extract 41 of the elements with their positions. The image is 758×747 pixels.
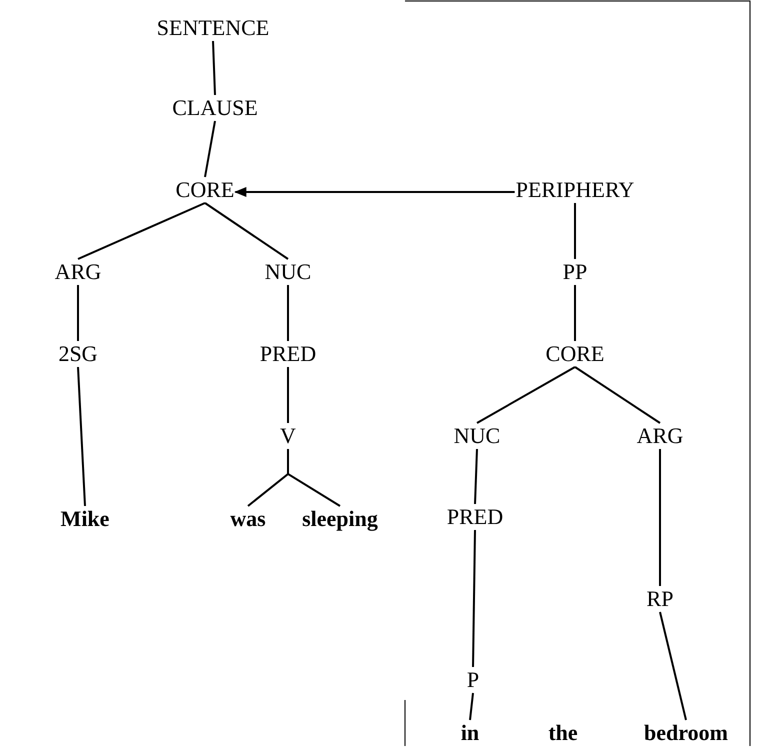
category-label: CORE (174, 177, 236, 203)
arrow (234, 187, 515, 197)
tree-branch-line (659, 449, 661, 586)
tree-branch-line (469, 692, 474, 720)
tree-branch-line (574, 366, 661, 424)
category-label: ARG (54, 259, 102, 285)
tree-branch-line (287, 285, 289, 341)
category-label: PP (562, 259, 588, 285)
category-label: PERIPHERY (514, 177, 636, 203)
category-label: SENTENCE (156, 15, 270, 41)
tree-branch-line (287, 367, 289, 423)
word-label: Mike (60, 506, 110, 532)
tree-branch-line (659, 612, 687, 720)
word-label: the (548, 720, 578, 746)
tree-branch-line (77, 366, 86, 506)
word-label: bedroom (643, 720, 729, 746)
category-label: PRED (258, 341, 318, 367)
word-label: sleeping (301, 506, 379, 532)
category-label: CLAUSE (171, 95, 259, 121)
category-label: NUC (264, 259, 312, 285)
word-label: was (229, 506, 267, 532)
tree-branch-line (574, 203, 576, 259)
category-label: RP (646, 586, 674, 612)
category-label: ARG (636, 423, 684, 449)
tree-branch-line (476, 366, 576, 424)
category-label: CORE (544, 341, 606, 367)
word-label: in (460, 720, 480, 746)
tree-branch-line (78, 202, 206, 260)
category-label: PRED (446, 504, 504, 530)
category-label: V (279, 423, 297, 449)
tree-branch-line (212, 40, 216, 96)
tree-branch-line (204, 202, 289, 260)
tree-branch-line (204, 120, 216, 178)
tree-branch-line (77, 285, 79, 341)
tree-branch-line (287, 449, 341, 507)
category-label: NUC (452, 423, 502, 449)
tree-branch-line (474, 448, 478, 504)
category-label: P (466, 667, 480, 693)
tree-branch-line (472, 530, 476, 668)
tree-branch-line (574, 285, 576, 341)
category-label: 2SG (57, 341, 99, 367)
